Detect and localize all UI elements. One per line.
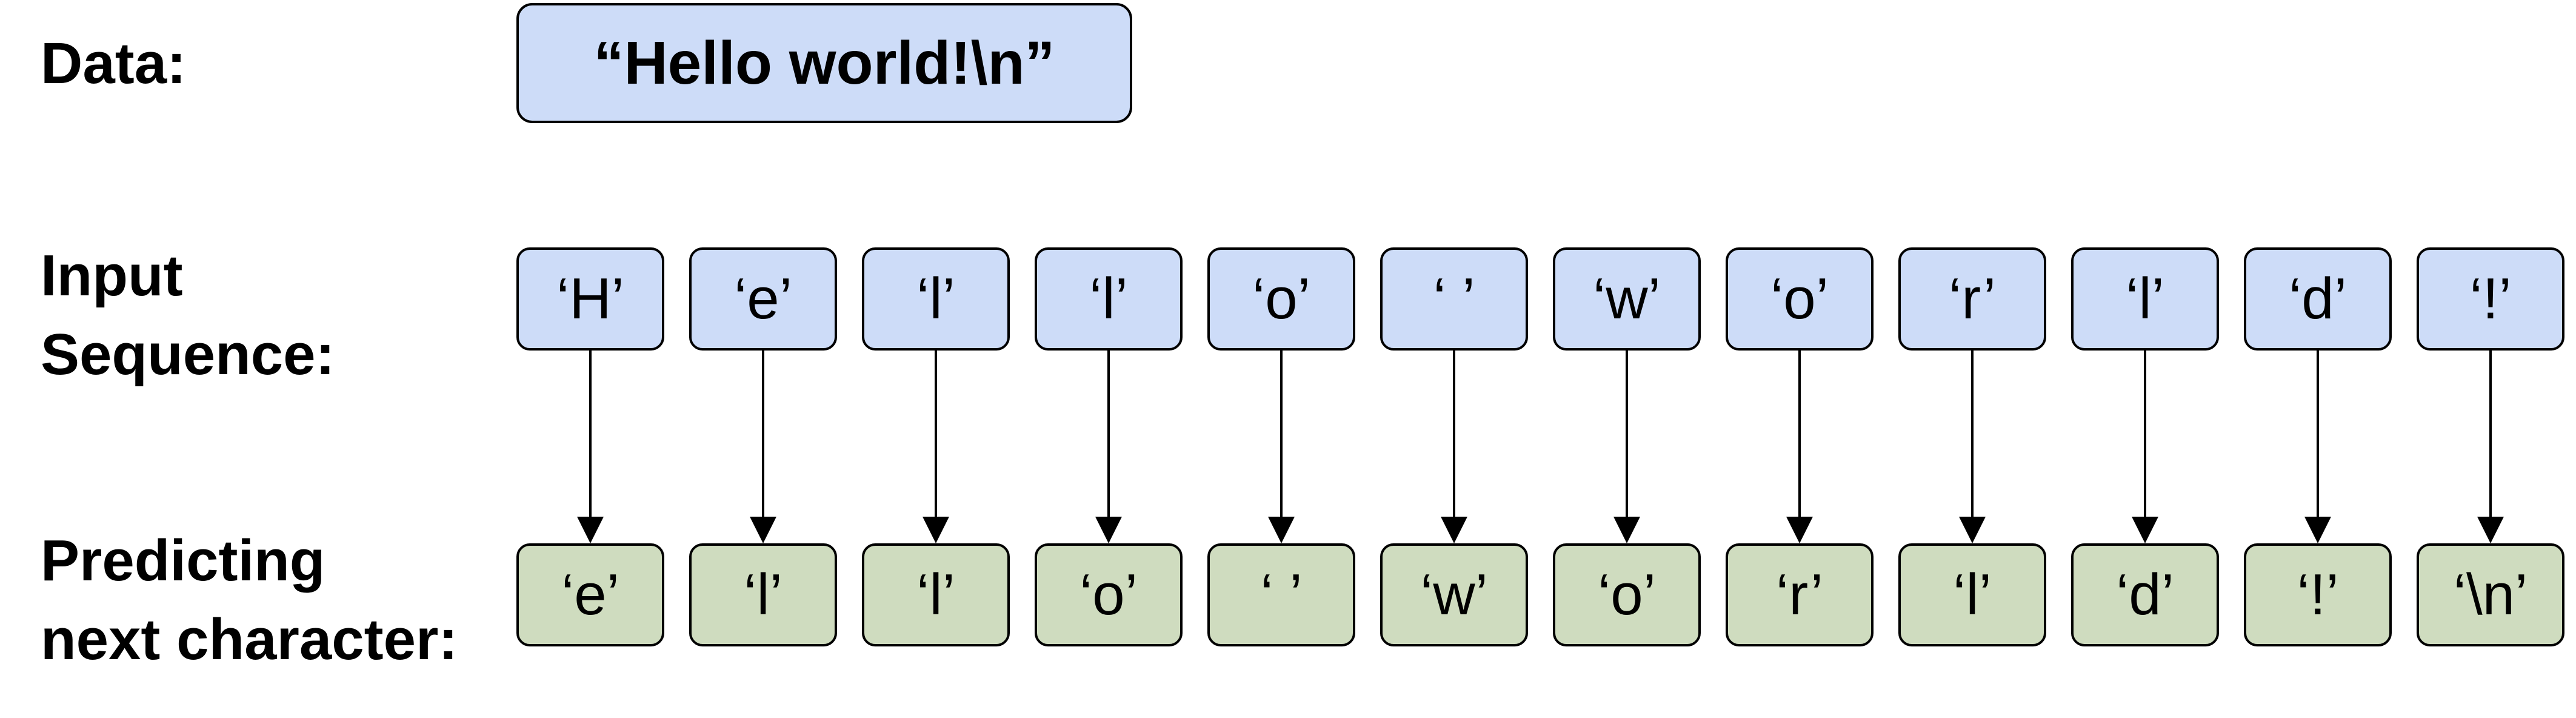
output-token-box: ‘l’	[1898, 543, 2046, 646]
arrow-head	[577, 517, 604, 543]
arrow-head	[2477, 517, 2504, 543]
input-token-box: ‘e’	[689, 247, 837, 351]
arrow-head	[1613, 517, 1640, 543]
input-token-box: ‘l’	[1035, 247, 1183, 351]
data-string: “Hello world!\n”	[593, 29, 1055, 97]
output-token-box: ‘\n’	[2417, 543, 2564, 646]
output-token-box: ‘d’	[2071, 543, 2219, 646]
arrow-head	[1959, 517, 1986, 543]
prediction-label: Predicting next character:	[41, 528, 458, 672]
output-token-box: ‘r’	[1726, 543, 1874, 646]
output-token-row: ‘e’‘l’‘l’‘o’‘ ’‘w’‘o’‘r’‘l’‘d’‘!’‘\n’	[516, 543, 2564, 646]
arrow-head	[2132, 517, 2158, 543]
input-sequence-label: Input Sequence:	[41, 243, 335, 387]
input-token-box: ‘H’	[516, 247, 664, 351]
input-token-box: ‘o’	[1726, 247, 1874, 351]
input-token-box: ‘o’	[1207, 247, 1355, 351]
output-token-box: ‘l’	[862, 543, 1010, 646]
output-token-box: ‘!’	[2244, 543, 2392, 646]
input-token-box: ‘l’	[862, 247, 1010, 351]
arrow-head	[1095, 517, 1122, 543]
output-token-box: ‘w’	[1380, 543, 1528, 646]
input-token-box: ‘w’	[1553, 247, 1701, 351]
data-label: Data:	[41, 31, 187, 96]
data-string-box: “Hello world!\n”	[516, 3, 1132, 123]
output-token-box: ‘e’	[516, 543, 664, 646]
arrow-head	[1268, 517, 1295, 543]
input-token-box: ‘r’	[1898, 247, 2046, 351]
input-token-row: ‘H’‘e’‘l’‘l’‘o’‘ ’‘w’‘o’‘r’‘l’‘d’‘!’	[516, 247, 2564, 351]
arrow-head	[1441, 517, 1467, 543]
input-token-box: ‘d’	[2244, 247, 2392, 351]
output-token-box: ‘o’	[1553, 543, 1701, 646]
output-token-box: ‘o’	[1035, 543, 1183, 646]
arrow-head	[750, 517, 776, 543]
output-token-box: ‘l’	[689, 543, 837, 646]
output-token-box: ‘ ’	[1207, 543, 1355, 646]
input-token-box: ‘ ’	[1380, 247, 1528, 351]
arrow-head	[923, 517, 949, 543]
input-token-box: ‘!’	[2417, 247, 2564, 351]
arrow-head	[2304, 517, 2331, 543]
arrow-head	[1786, 517, 1813, 543]
input-token-box: ‘l’	[2071, 247, 2219, 351]
